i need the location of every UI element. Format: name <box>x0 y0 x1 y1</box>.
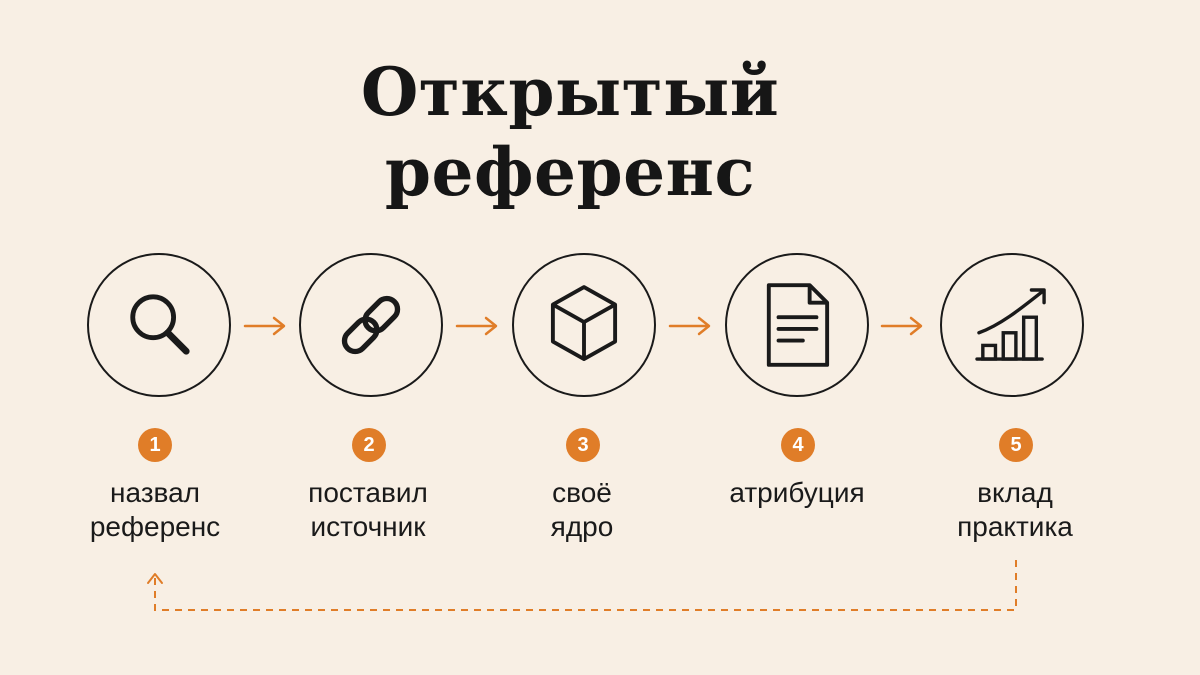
step-4-circle <box>725 253 869 397</box>
step-2-label: поставил источник <box>268 476 468 544</box>
step-1-circle <box>87 253 231 397</box>
step-1-label-line-2: референс <box>89 511 221 542</box>
step-3-number-badge: 3 <box>566 428 600 462</box>
link-icon <box>341 295 401 355</box>
title-line-2: референс <box>384 133 756 211</box>
step-2-label-line-2: источник <box>310 511 426 542</box>
step-5-circle <box>940 253 1084 397</box>
arrow-2-to-3 <box>455 316 498 336</box>
arrow-4-to-5 <box>880 316 923 336</box>
step-5-label-line-2: практика <box>957 511 1073 542</box>
step-3-label-line-1: своё <box>552 477 612 508</box>
step-1-number-badge: 1 <box>138 428 172 462</box>
step-2-number-badge: 2 <box>352 428 386 462</box>
step-4-label: атрибуция <box>697 476 897 510</box>
step-3-label-line-2: ядро <box>550 511 614 542</box>
step-4-number-badge: 4 <box>781 428 815 462</box>
step-3-circle <box>512 253 656 397</box>
page-title: Открытый референс <box>0 52 1140 212</box>
step-5-label-line-1: вклад <box>977 477 1053 508</box>
title-line-1: Открытый <box>360 53 780 131</box>
step-1-label-line-1: назвал <box>109 477 201 508</box>
arrow-1-to-2 <box>243 316 286 336</box>
growth-chart-icon <box>975 288 1046 361</box>
step-5-number-badge: 5 <box>999 428 1033 462</box>
arrow-3-to-4 <box>668 316 711 336</box>
step-4-label-line-1: атрибуция <box>729 477 865 508</box>
step-5-label: вклад практика <box>915 476 1115 544</box>
cube-icon <box>550 285 618 361</box>
search-icon <box>130 294 190 355</box>
document-icon <box>766 283 830 367</box>
step-2-circle <box>299 253 443 397</box>
step-3-label: своё ядро <box>482 476 682 544</box>
step-1-label: назвал референс <box>55 476 255 544</box>
step-2-label-line-1: поставил <box>308 477 428 508</box>
